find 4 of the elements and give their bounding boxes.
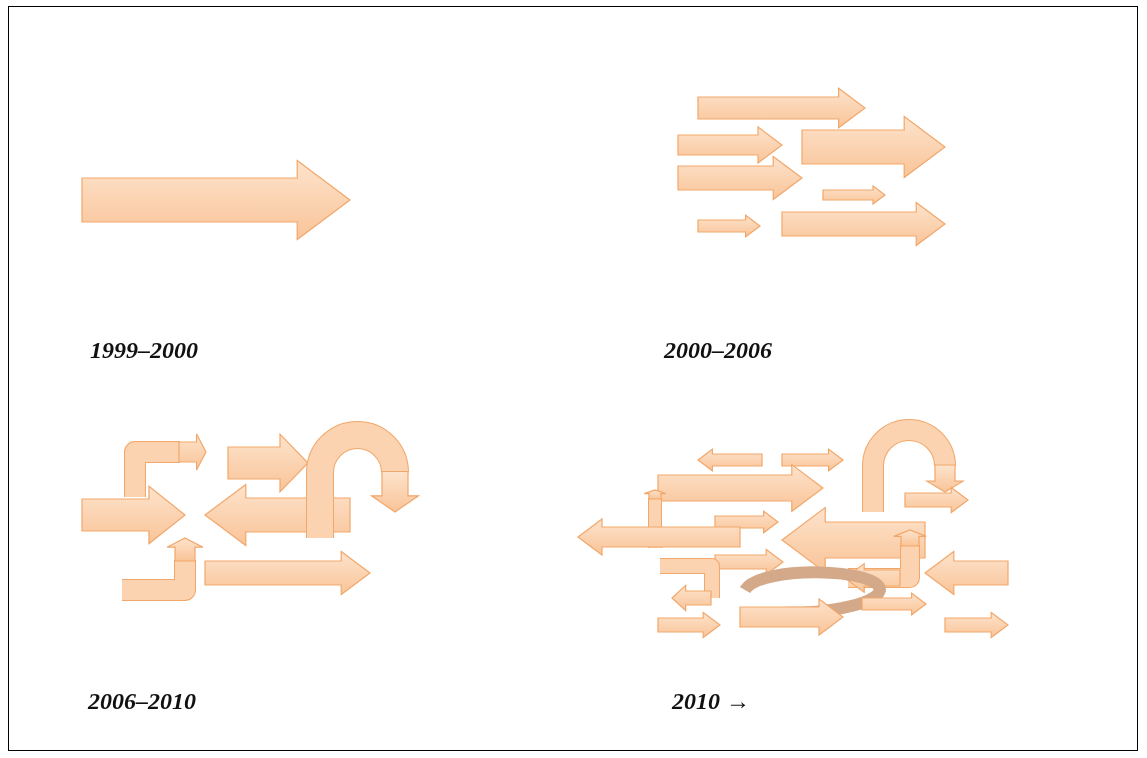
- period-caption: 2006–2010: [88, 688, 196, 715]
- period-caption: 2000–2006: [664, 337, 772, 364]
- period-caption: 1999–2000: [90, 337, 198, 364]
- period-caption: 2010 →: [672, 688, 750, 715]
